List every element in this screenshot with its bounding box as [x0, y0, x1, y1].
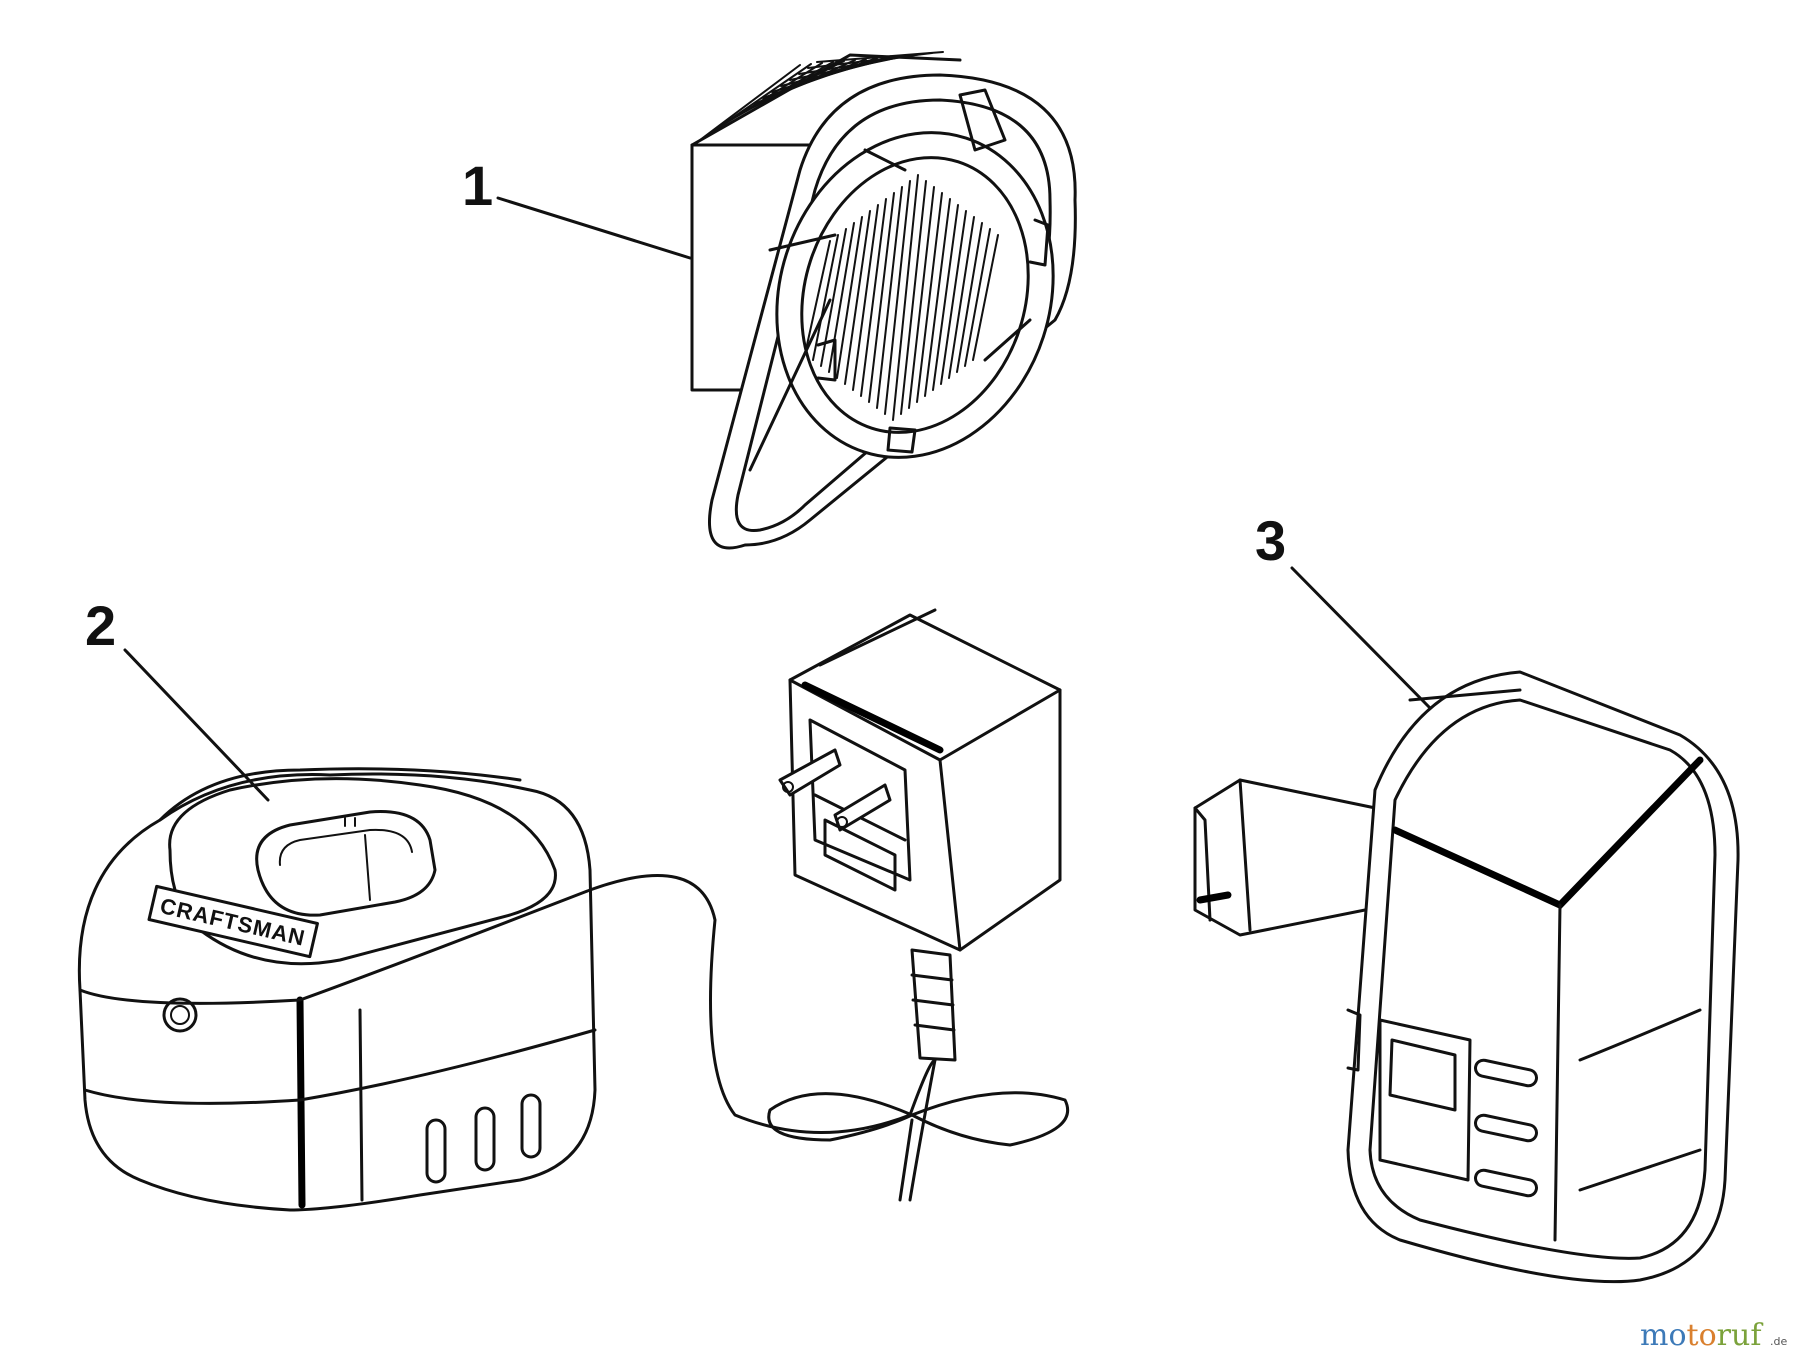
watermark-suffix: .de: [1770, 1335, 1787, 1348]
callout-2: 2: [85, 594, 116, 657]
indicator-light: [162, 997, 198, 1033]
leader-lines: [123, 196, 1432, 802]
svg-text:motoruf: motoruf: [1640, 1318, 1763, 1353]
charger-cord: [588, 874, 1070, 1202]
battery-part: [1193, 670, 1740, 1284]
watermark-letter: t: [1687, 1318, 1699, 1353]
charger-top: [168, 777, 557, 966]
plug-prongs: [778, 748, 892, 832]
watermark-letter: u: [1731, 1318, 1750, 1353]
charger-body: [77, 772, 597, 1212]
callout-3: 3: [1255, 509, 1286, 572]
watermark-letter: r: [1717, 1318, 1732, 1353]
battery-body: [1346, 670, 1740, 1284]
battery-latch: [1346, 1008, 1472, 1182]
filter-part: [690, 51, 1077, 550]
watermark-letter: m: [1640, 1318, 1668, 1353]
charger-vents: [425, 1093, 542, 1184]
battery-stem: [1193, 778, 1392, 937]
watermark: motoruf .de: [1640, 1318, 1787, 1353]
charger-part: CRAFTSMAN: [77, 767, 597, 1212]
watermark-letter: f: [1750, 1318, 1763, 1353]
watermark-letter: o: [1668, 1318, 1686, 1353]
battery-well: [255, 810, 437, 917]
callout-1: 1: [462, 154, 493, 217]
watermark-letter: o: [1699, 1318, 1717, 1353]
wall-adapter: [778, 608, 1062, 1062]
strain-relief: [910, 948, 957, 1062]
battery-grip-ribs: [1474, 1058, 1538, 1198]
